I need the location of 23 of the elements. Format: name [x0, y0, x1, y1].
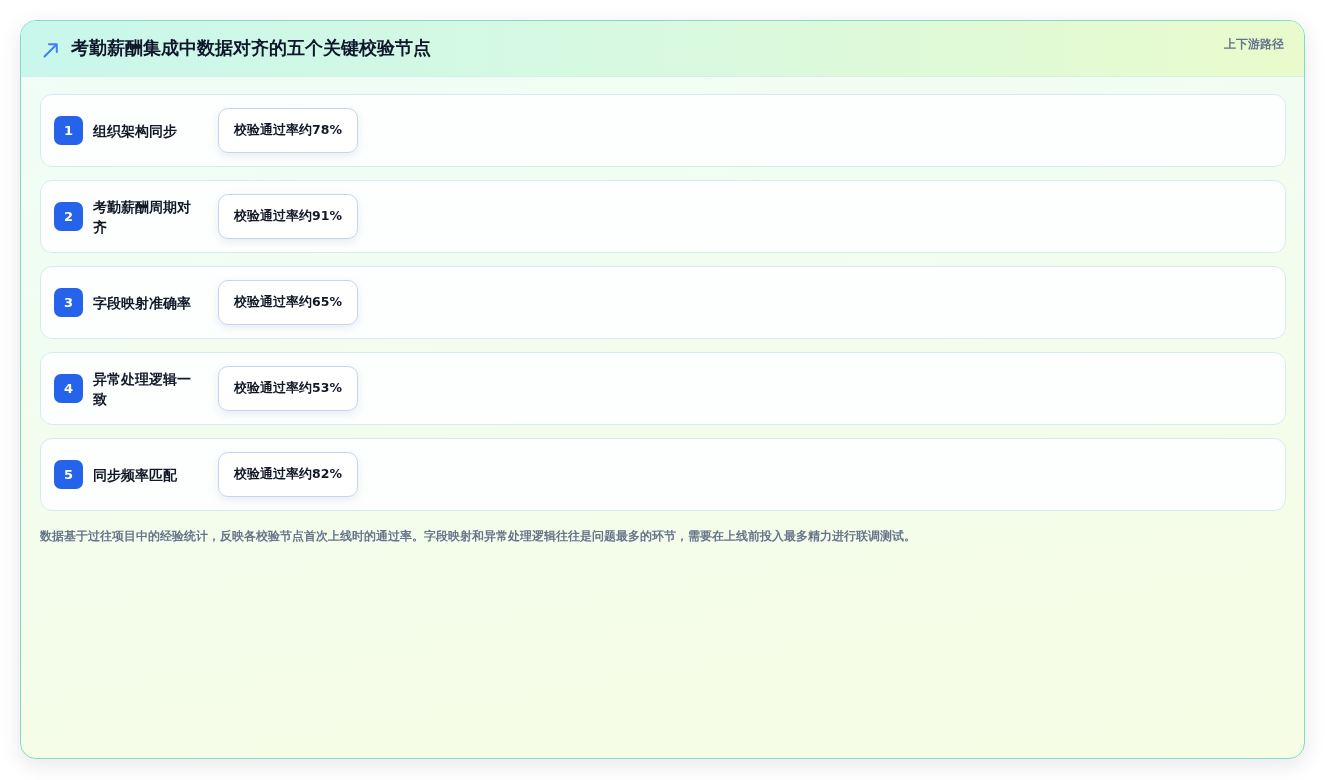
step-label: 考勤薪酬周期对齐 — [93, 197, 192, 237]
rate-tag: 校验通过率约78% — [218, 108, 358, 153]
rate-tag: 校验通过率约82% — [218, 452, 358, 497]
step-label: 异常处理逻辑一致 — [93, 369, 192, 409]
number-badge: 3 — [54, 288, 83, 317]
number-badge: 4 — [54, 374, 83, 403]
step-card — [40, 438, 1286, 511]
step-card — [40, 180, 1286, 253]
step-card — [40, 352, 1286, 425]
rate-tag: 校验通过率约65% — [218, 280, 358, 325]
step-label: 字段映射准确率 — [93, 293, 192, 313]
step-label: 组织架构同步 — [93, 121, 178, 141]
step-card — [40, 94, 1286, 167]
number-badge: 2 — [54, 202, 83, 231]
rate-tag: 校验通过率约53% — [218, 366, 358, 411]
header-note: 上下游路径 — [1224, 36, 1284, 52]
number-badge: 1 — [54, 116, 83, 145]
rate-tag: 校验通过率约91% — [218, 194, 358, 239]
step-label: 同步频率匹配 — [93, 465, 178, 485]
number-badge: 5 — [54, 460, 83, 489]
step-card — [40, 266, 1286, 339]
caption: 数据基于过往项目中的经验统计，反映各校验节点首次上线时的通过率。字段映射和异常处理逻辑往往是问题最多的环节，需要在上线前投入最多精力进行联调测试。 — [40, 528, 916, 544]
title: 考勤薪酬集成中数据对齐的五个关键校验节点 — [71, 36, 431, 60]
